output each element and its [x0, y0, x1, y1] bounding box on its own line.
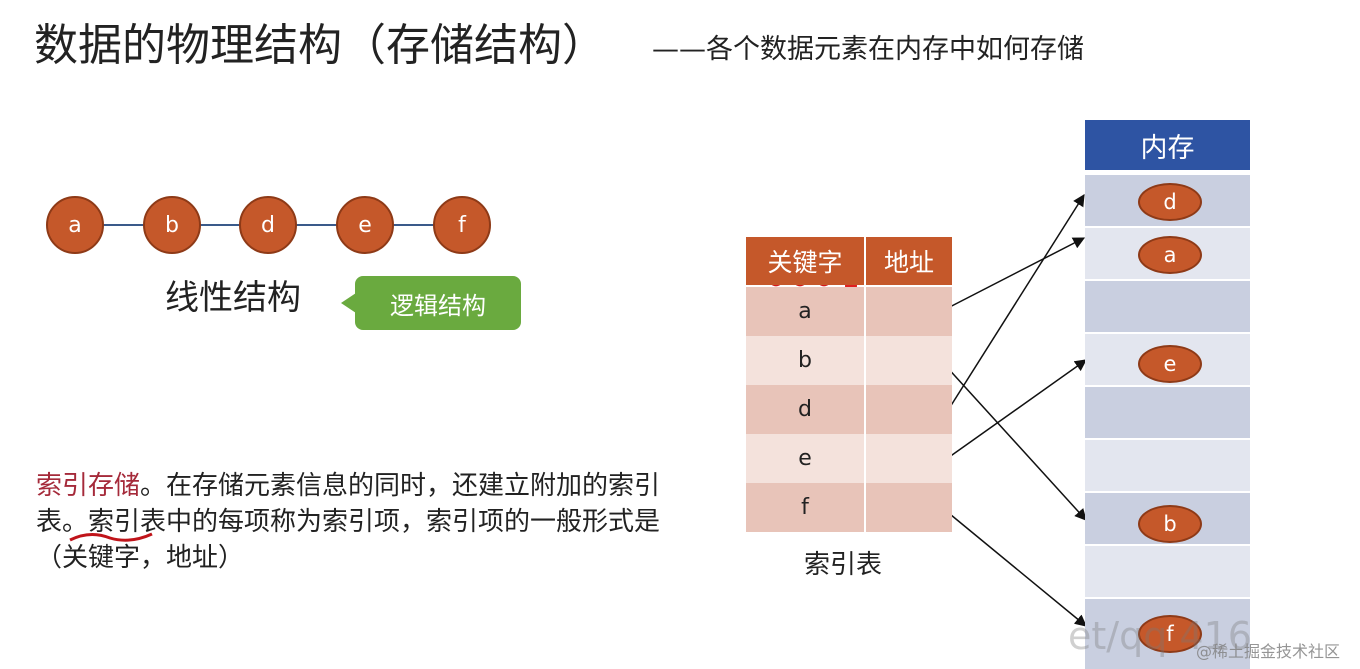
logical-structure-callout: 逻辑结构	[355, 276, 521, 330]
arrow-a	[939, 237, 1086, 313]
callout-pointer	[341, 293, 356, 313]
index-address-cell	[866, 385, 952, 434]
node-a: a	[46, 196, 104, 254]
slide-subtitle: ——各个数据元素在内存中如何存储	[652, 34, 1084, 65]
arrow-d	[944, 193, 1085, 416]
memory-element-f: f	[1138, 615, 1202, 653]
memory-cell	[1085, 387, 1250, 438]
index-header-address: 地址	[866, 237, 952, 285]
index-table-caption: 索引表	[804, 550, 883, 580]
index-address-cell	[866, 483, 952, 532]
watermark-site: @稀土掘金技术社区	[1196, 642, 1341, 661]
slide-title: 数据的物理结构（存储结构）	[34, 20, 606, 71]
memory-element-b: b	[1138, 505, 1202, 543]
index-address-cell	[866, 434, 952, 483]
index-key-cell: a	[746, 287, 866, 336]
description-part2: 。在存储元素信息的同时，还建立附加的	[140, 471, 609, 501]
watermark-url: et/qq 416	[1068, 614, 1252, 658]
memory-element-a: a	[1138, 236, 1202, 274]
arrow-e	[944, 359, 1087, 461]
index-key-cell: d	[746, 385, 866, 434]
memory-element-e: e	[1138, 345, 1202, 383]
annotation-underline	[69, 532, 153, 542]
index-table-term: 索引表	[36, 471, 661, 537]
index-address-cell	[866, 336, 952, 385]
description-text: 索引存储。在存储元素信息的同时，还建立附加的索引表。索引表中的每项称为索引项，索…	[36, 468, 696, 576]
index-key-cell: f	[746, 483, 866, 532]
memory-element-d: d	[1138, 183, 1202, 221]
node-d: d	[239, 196, 297, 254]
memory-header: 内存	[1085, 120, 1250, 170]
description-part4: 。索引表中的每项称为索引项，索引项的一般形式是（关键字，地址）	[36, 507, 661, 573]
linear-structure-label: 线性结构	[165, 278, 301, 318]
node-f: f	[433, 196, 491, 254]
index-key-cell: e	[746, 434, 866, 483]
arrow-b	[944, 364, 1087, 521]
node-e: e	[336, 196, 394, 254]
memory-cell	[1085, 440, 1250, 491]
index-key-cell: b	[746, 336, 866, 385]
memory-cell	[1085, 281, 1250, 332]
index-address-cell	[866, 287, 952, 336]
arrow-f	[944, 509, 1087, 627]
memory-cell	[1085, 546, 1250, 597]
index-storage-term: 索引存储	[36, 471, 141, 501]
index-header-key: 关键字	[746, 237, 866, 285]
node-b: b	[143, 196, 201, 254]
